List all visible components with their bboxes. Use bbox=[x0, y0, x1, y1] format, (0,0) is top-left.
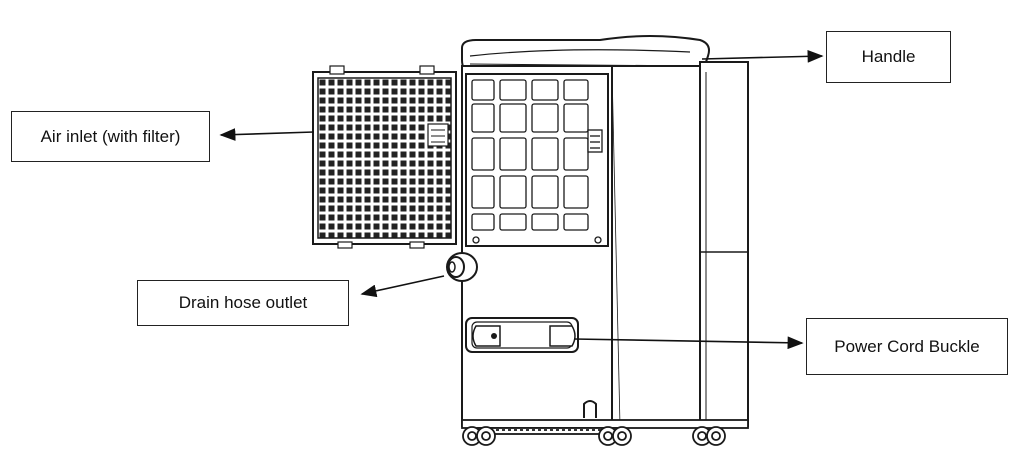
drain-hose-outlet bbox=[446, 252, 478, 282]
base-casters bbox=[461, 419, 749, 446]
arrow-power-cord bbox=[573, 336, 804, 350]
power-cord-buckle bbox=[465, 317, 579, 353]
rear-grid bbox=[471, 79, 603, 244]
leader-arrows bbox=[219, 49, 824, 350]
bottom-drain-plug bbox=[583, 400, 597, 418]
arrow-drain bbox=[360, 275, 445, 298]
handle-label: Handle bbox=[826, 31, 951, 83]
arrow-air-inlet bbox=[219, 128, 315, 141]
air-inlet-label: Air inlet (with filter) bbox=[11, 111, 210, 162]
power-cord-buckle-label: Power Cord Buckle bbox=[806, 318, 1008, 375]
drain-hose-outlet-label: Drain hose outlet bbox=[137, 280, 349, 326]
air-inlet-filter bbox=[312, 65, 457, 249]
arrow-handle bbox=[701, 49, 824, 63]
